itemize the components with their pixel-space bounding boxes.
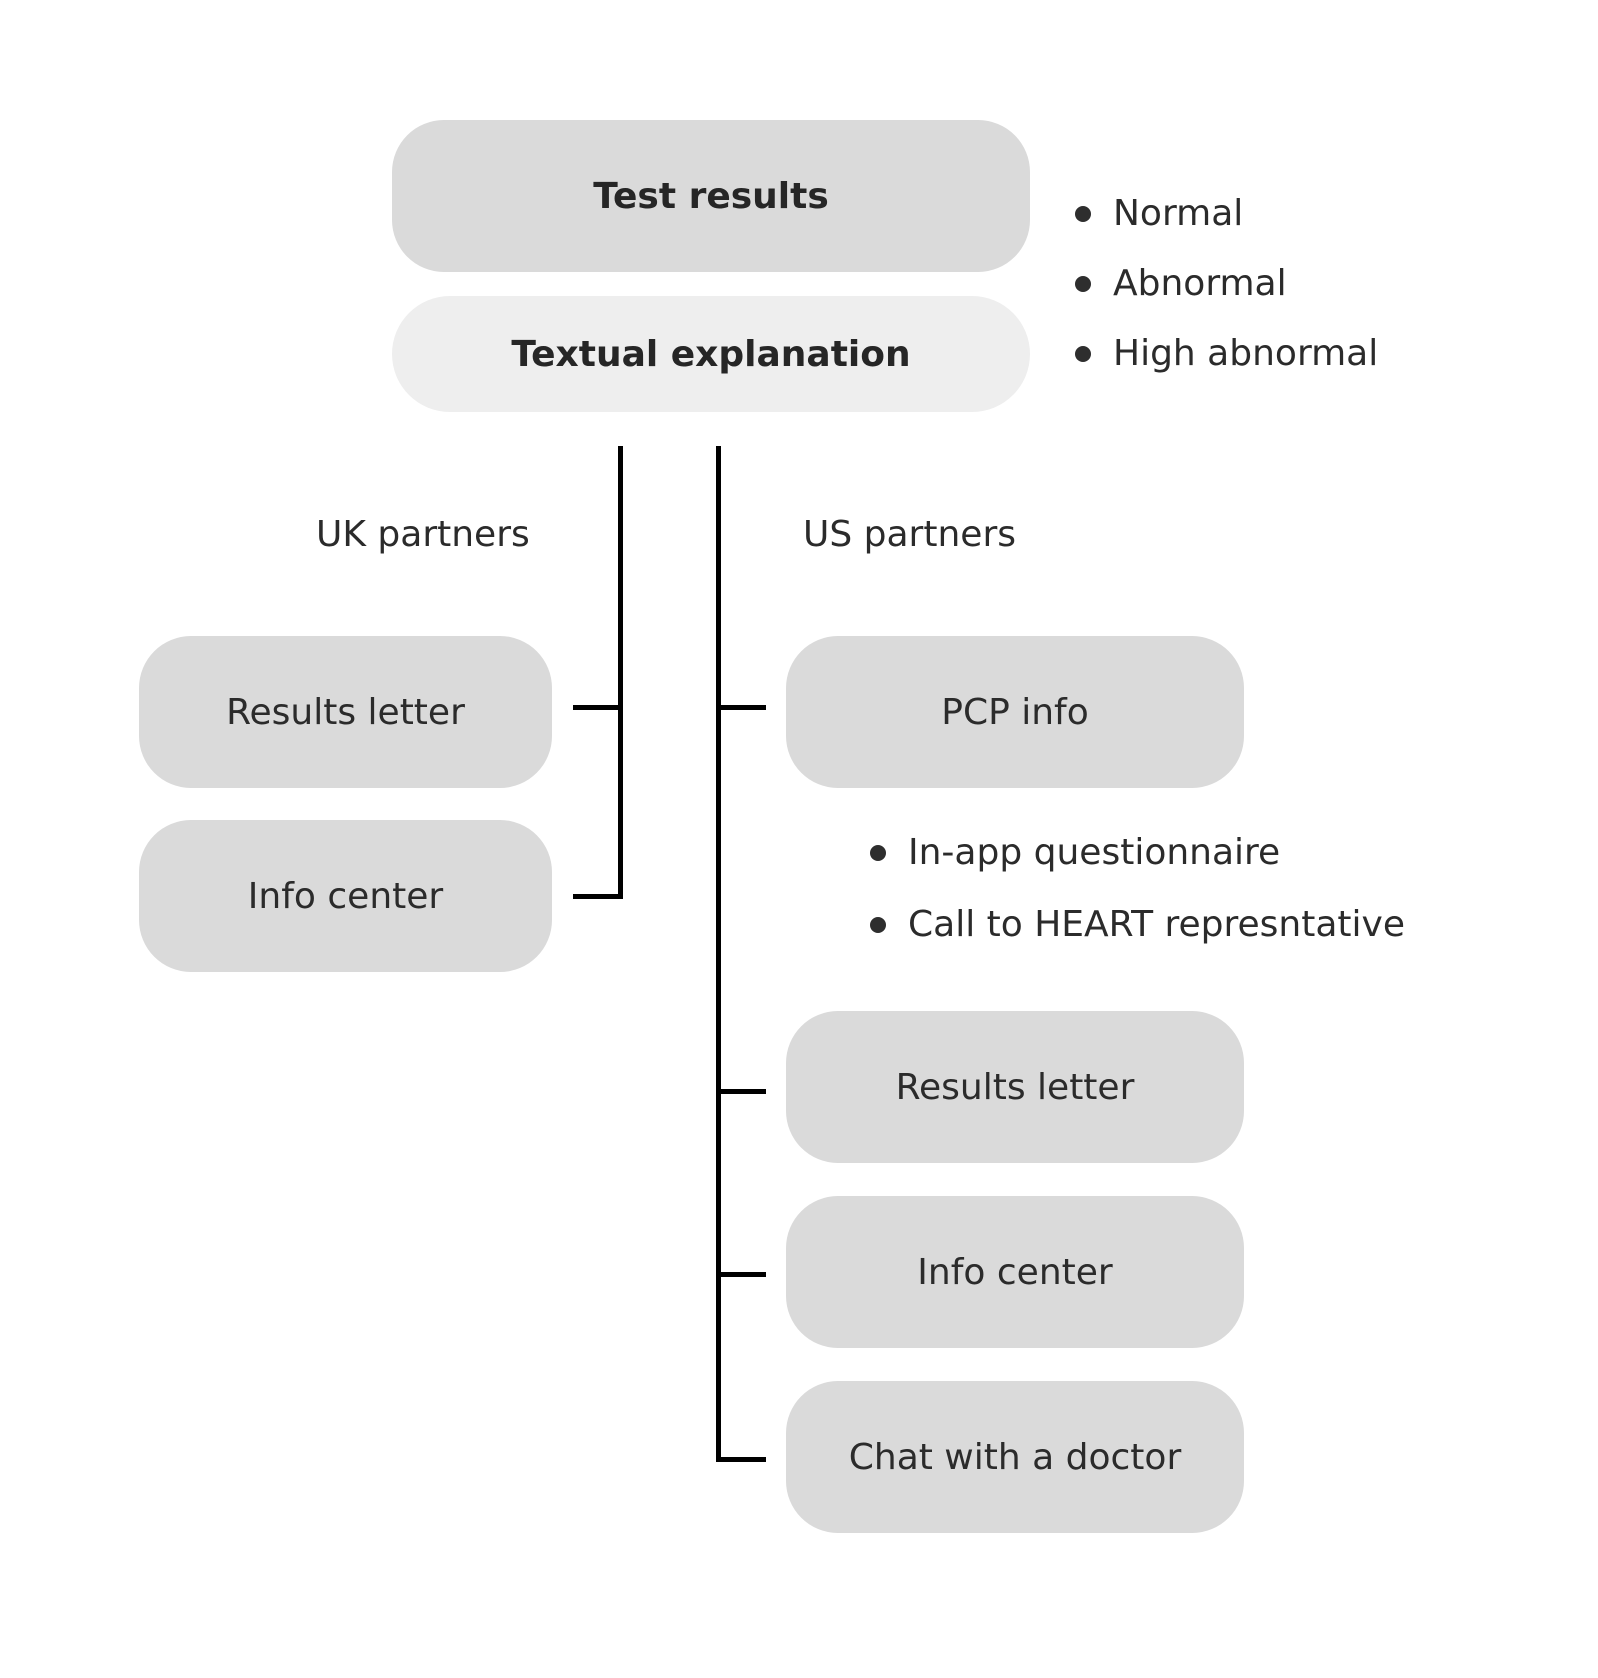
us-chat-doctor-box: Chat with a doctor [786,1381,1244,1533]
uk-partners-label: UK partners [316,514,530,555]
bullet-icon [870,845,886,861]
us-info-center-box: Info center [786,1196,1244,1348]
bullet-icon [870,917,886,933]
pcp-options-list: In-app questionnaire Call to HEART repre… [870,824,1405,968]
result-level-item: Abnormal [1075,258,1378,328]
result-level-item: Normal [1075,188,1378,258]
uk-info-center-box: Info center [139,820,552,972]
us-chat-doctor-label: Chat with a doctor [848,1436,1182,1478]
uk-info-center-label: Info center [247,875,444,917]
us-pcp-info-box: PCP info [786,636,1244,788]
us-results-letter-box: Results letter [786,1011,1244,1163]
bullet-icon [1075,346,1091,362]
uk-branch-info-center [573,894,623,899]
us-branch-results-letter [716,1089,766,1094]
test-results-box: Test results [392,120,1030,272]
uk-results-letter-box: Results letter [139,636,552,788]
us-results-letter-label: Results letter [895,1066,1135,1108]
us-branch-info-center [716,1272,766,1277]
result-level-item: High abnormal [1075,328,1378,398]
uk-results-letter-label: Results letter [226,691,465,733]
result-levels-list: Normal Abnormal High abnormal [1075,188,1378,398]
us-pcp-info-label: PCP info [941,691,1089,733]
test-results-label: Test results [593,175,829,217]
us-partners-label: US partners [803,514,1016,555]
textual-explanation-label: Textual explanation [511,333,911,375]
us-branch-pcp-info [716,705,766,710]
pcp-option-item: In-app questionnaire [870,824,1405,896]
textual-explanation-box: Textual explanation [392,296,1030,412]
pcp-option-item: Call to HEART represntative [870,896,1405,968]
uk-branch-results-letter [573,705,623,710]
us-info-center-label: Info center [917,1251,1113,1293]
us-branch-chat-doctor [716,1457,766,1462]
uk-trunk-line [618,446,623,899]
bullet-icon [1075,276,1091,292]
us-trunk-line [716,446,721,1462]
bullet-icon [1075,206,1091,222]
